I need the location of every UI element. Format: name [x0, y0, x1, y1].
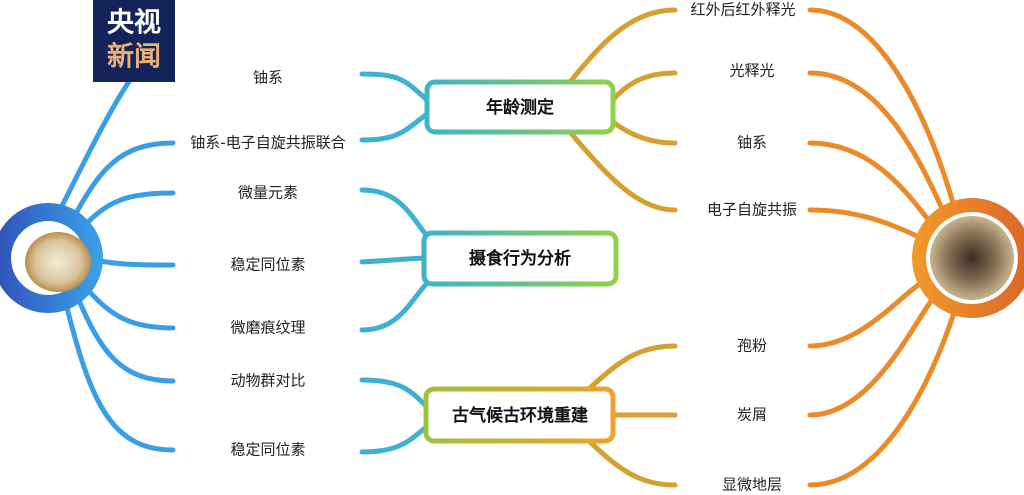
svg-text:古气候古环境重建: 古气候古环境重建 [452, 405, 588, 426]
cctv-news-logo: 央视 新闻 [93, 0, 175, 82]
tooth-fossil-node [0, 203, 103, 313]
box-diet-analysis: 摄食行为分析 [421, 230, 619, 287]
right-item-label: 显微地层 [722, 476, 782, 494]
right-item-label: 炭屑 [737, 406, 767, 424]
left-item-label: 铀系 [253, 69, 283, 87]
cave-image [930, 216, 1014, 300]
right-item-label: 红外后红外释光 [690, 1, 795, 19]
left-item-label: 微磨痕纹理 [230, 319, 305, 337]
svg-text:年龄测定: 年龄测定 [486, 97, 554, 118]
svg-text:新闻: 新闻 [107, 41, 161, 73]
box-age-dating: 年龄测定 [424, 79, 616, 135]
svg-text:摄食行为分析: 摄食行为分析 [469, 248, 571, 269]
right-item-label: 电子自旋共振 [707, 201, 797, 219]
left-connectors [57, 77, 176, 453]
left-item-label: 稳定同位素 [230, 256, 305, 274]
right-item-label: 孢粉 [737, 337, 767, 355]
svg-text:央视: 央视 [107, 8, 161, 39]
right-connectors [807, 7, 961, 488]
left-item-label: 微量元素 [238, 184, 298, 202]
left-item-label: 动物群对比 [230, 372, 305, 390]
tooth-image [25, 232, 91, 292]
left-item-label: 稳定同位素 [230, 441, 305, 459]
box-paleoclimate: 古气候古环境重建 [423, 386, 616, 444]
right-item-label: 铀系 [737, 134, 767, 152]
cave-site-node [912, 198, 1024, 318]
right-item-label: 光释光 [729, 62, 774, 80]
left-branch-connectors [359, 71, 433, 455]
left-item-label: 铀系-电子自旋共振联合 [190, 134, 345, 152]
right-branch-connectors [567, 7, 678, 488]
